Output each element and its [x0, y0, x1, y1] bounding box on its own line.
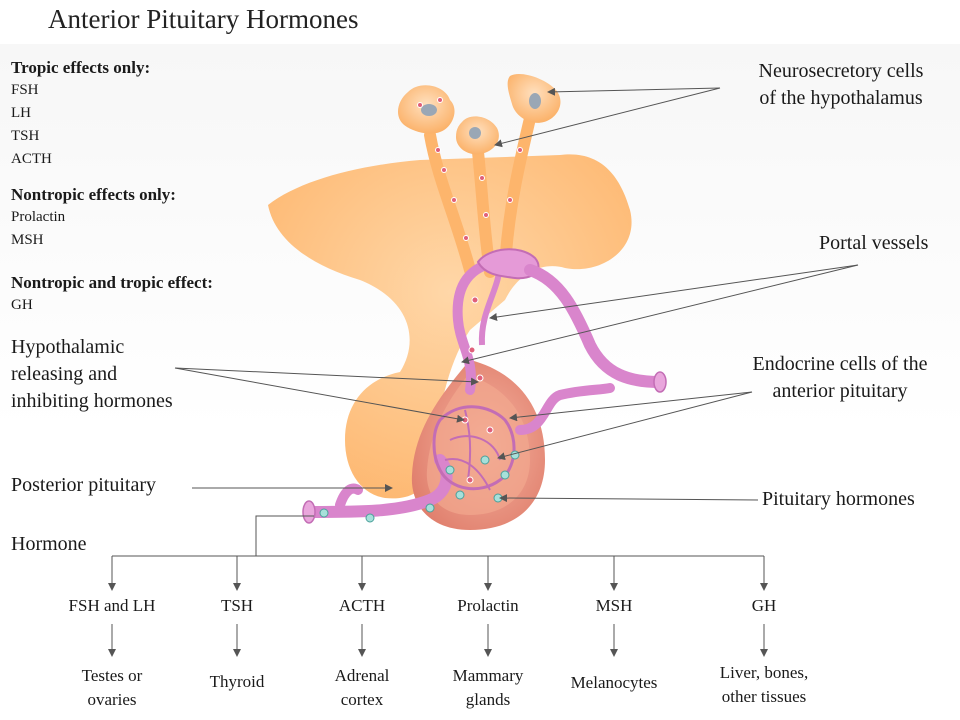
- nontropic-item: Prolactin: [11, 209, 66, 225]
- nontropic-group: Nontropic effects only: Prolactin MSH: [11, 183, 176, 252]
- both-item: GH: [11, 297, 33, 313]
- nontropic-item: MSH: [11, 232, 44, 248]
- target-line: cortex: [340, 690, 384, 709]
- hypothalamic-line: inhibiting hormones: [11, 390, 173, 412]
- tropic-item: FSH: [11, 82, 39, 98]
- target-tissue: Liver, bones, other tissues: [699, 661, 829, 709]
- hormone-name: TSH: [220, 596, 254, 615]
- target-line: ovaries: [87, 690, 137, 709]
- nontropic-heading: Nontropic effects only:: [11, 185, 176, 204]
- neuron-nucleus: [421, 104, 437, 116]
- target-tissue: Testes or ovaries: [47, 664, 177, 712]
- tropic-heading: Tropic effects only:: [11, 58, 151, 77]
- vessel-out: [515, 383, 615, 435]
- target-line: glands: [465, 690, 511, 709]
- endocrine-label: Endocrine cells of the anterior pituitar…: [728, 351, 952, 405]
- vessel-bottom-branch: [335, 483, 363, 510]
- neuron-nucleus: [469, 127, 481, 139]
- target-line: Testes or: [81, 666, 143, 685]
- tree-stem: [255, 515, 314, 556]
- hypothalamic-line: Hypothalamic: [11, 336, 125, 358]
- pituitary-hormones-label: Pituitary hormones: [762, 488, 915, 510]
- vessel-bottom: [304, 454, 453, 518]
- target-line: other tissues: [721, 687, 807, 706]
- hormone-name: GH: [751, 596, 777, 615]
- hormone-name: FSH and LH: [68, 596, 156, 615]
- pointer-line: [174, 367, 465, 423]
- portal-vessels-label: Portal vessels: [819, 232, 929, 254]
- target-line: Mammary: [452, 666, 524, 685]
- capillary-net: [432, 405, 516, 491]
- neurosecretory-label: Neurosecretory cells of the hypothalamus: [730, 58, 952, 112]
- axon: [424, 129, 476, 276]
- target-tissue: Adrenal cortex: [297, 664, 427, 712]
- vessel-end: [302, 500, 316, 524]
- target-tissue: Mammary glands: [423, 664, 553, 712]
- endocrine-line: Endocrine cells of the: [752, 353, 928, 375]
- releasing-hormone-dots: [417, 97, 523, 484]
- hormone-name: MSH: [595, 596, 633, 615]
- tropic-group: Tropic effects only: FSH LH TSH ACTH: [11, 56, 150, 171]
- axon: [499, 104, 538, 274]
- posterior-pituitary-label: Posterior pituitary: [11, 474, 156, 496]
- neuron-nucleus: [529, 93, 541, 109]
- vessel-end: [653, 371, 667, 393]
- portal-vessel: [452, 257, 505, 395]
- tropic-item: TSH: [11, 128, 40, 144]
- pointer-line: [174, 367, 479, 386]
- pointer-line: [547, 87, 721, 96]
- neurosecretory-line: Neurosecretory cells: [758, 60, 924, 82]
- tropic-item: ACTH: [11, 151, 52, 167]
- pituitary-hormone-dots: [319, 450, 520, 523]
- target-line: Liver, bones,: [719, 663, 809, 682]
- hypothalamic-label: Hypothalamic releasing and inhibiting ho…: [11, 334, 173, 415]
- hormone-name: ACTH: [338, 596, 386, 615]
- hypothalamic-line: releasing and: [11, 363, 118, 385]
- pointer-line: [489, 264, 859, 321]
- pointer-line: [509, 391, 753, 422]
- endocrine-line: anterior pituitary: [772, 380, 908, 402]
- target-line: Thyroid: [209, 672, 265, 691]
- hypothalamus-shape: [268, 154, 632, 499]
- target-tissue: Thyroid: [172, 670, 302, 694]
- hormone-label: Hormone: [11, 533, 87, 555]
- neurosecretory-line: of the hypothalamus: [759, 87, 923, 109]
- target-line: Melanocytes: [570, 673, 658, 692]
- pointer-line: [461, 264, 859, 365]
- vessel-right: [524, 264, 666, 388]
- page-title: Anterior Pituitary Hormones: [48, 4, 359, 34]
- tropic-item: LH: [11, 105, 31, 121]
- both-heading: Nontropic and tropic effect:: [11, 273, 213, 292]
- pointer-line: [497, 391, 753, 461]
- target-line: Adrenal: [334, 666, 390, 685]
- both-group: Nontropic and tropic effect: GH: [11, 271, 213, 317]
- target-tissue: Melanocytes: [549, 671, 679, 695]
- pointer-line: [499, 494, 759, 503]
- hormone-name: Prolactin: [457, 596, 519, 615]
- title-bar: [0, 0, 960, 44]
- pointer-line: [494, 87, 721, 148]
